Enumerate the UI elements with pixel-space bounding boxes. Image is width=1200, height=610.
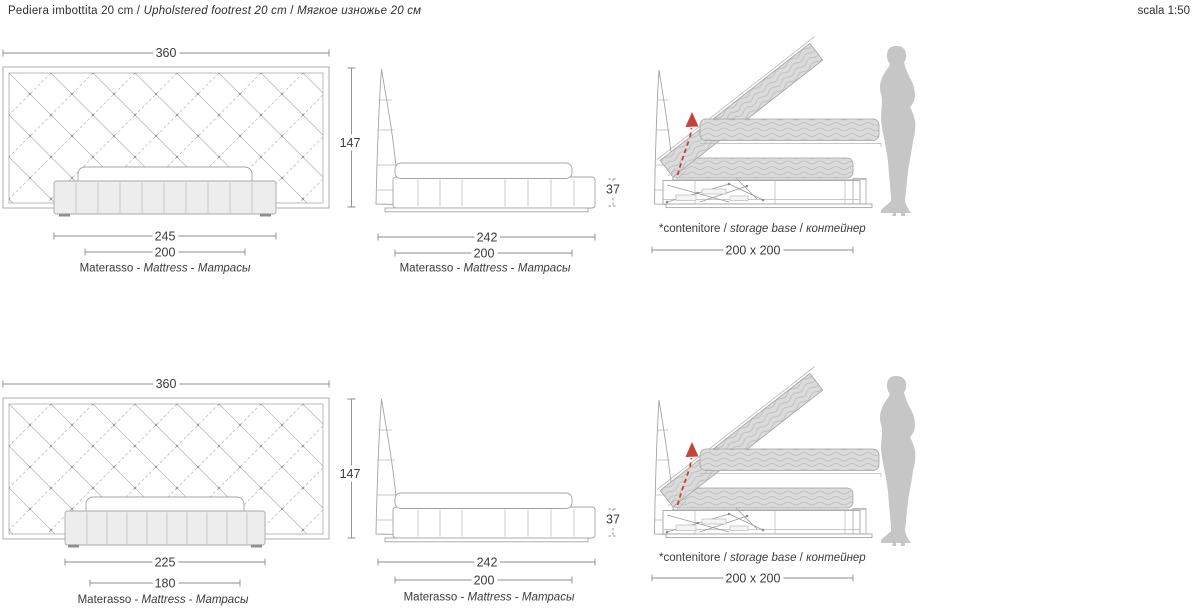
dim-base-height: 37 — [606, 513, 620, 527]
storage-caption: *contenitore / storage base / контейнер — [659, 552, 866, 564]
storage-caption: *contenitore / storage base / контейнер — [659, 223, 866, 235]
scale-label: scala 1:50 — [1137, 5, 1190, 17]
dim-mattress-length: 200 — [474, 574, 495, 588]
row2-side-view: 242 200 37 Materasso - Mattress - Матрас… — [375, 398, 623, 606]
title-english: Upholstered footrest 20 cm — [143, 5, 287, 17]
dim-bed-length: 242 — [477, 556, 498, 570]
mattress-caption: Materasso - Mattress - Матрасы — [404, 592, 575, 604]
page-title: Pediera imbottita 20 cm / Upholstered fo… — [8, 5, 422, 17]
dim-storage-size: 200 x 200 — [726, 244, 781, 258]
dim-headboard-width: 360 — [156, 377, 177, 391]
mattress-caption: Materasso - Mattress - Матрасы — [78, 594, 249, 606]
mattress-caption: Materasso - Mattress - Матрасы — [80, 263, 251, 275]
dim-bed-width: 225 — [155, 556, 176, 570]
row1-storage-view: *contenitore / storage base / контейнер … — [651, 37, 915, 261]
title-italian: Pediera imbottita 20 cm — [8, 5, 134, 17]
dim-base-height: 37 — [606, 183, 620, 197]
dim-mattress-width: 200 — [155, 246, 176, 260]
mattress-caption: Materasso - Mattress - Матрасы — [400, 263, 571, 275]
dim-bed-width: 245 — [155, 230, 176, 244]
dim-bed-length: 242 — [477, 231, 498, 245]
row1-front-view: 360 147 245 200 Materasso - Mattress - М… — [2, 43, 364, 277]
row1-side-view: 242 200 37 Materasso - Mattress - Матрас… — [375, 68, 623, 277]
dim-headboard-height: 147 — [340, 136, 361, 150]
dim-storage-size: 200 x 200 — [726, 572, 781, 586]
row2-storage-view: *contenitore / storage base / контейнер … — [651, 367, 915, 589]
dim-headboard-height: 147 — [340, 467, 361, 481]
title-russian: Мягкое изножье 20 см — [297, 5, 422, 17]
dim-headboard-width: 360 — [156, 46, 177, 60]
row2-front-view: 360 147 225 180 Materasso - Mattress - М… — [2, 374, 364, 609]
dim-mattress-length: 200 — [474, 247, 495, 261]
dim-mattress-width: 180 — [155, 577, 176, 591]
